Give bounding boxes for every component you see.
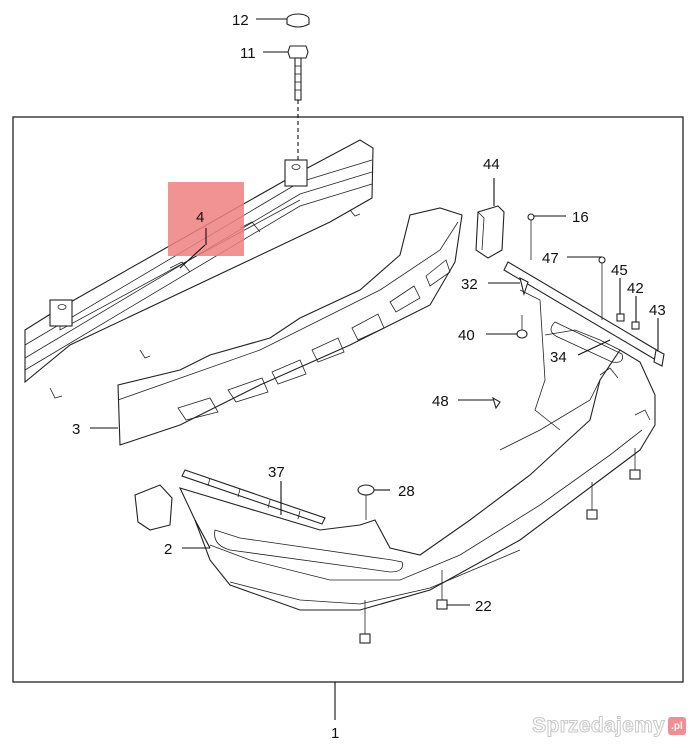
bracket-part-43 [653,349,665,367]
clip-part-28 [357,484,375,520]
callout-3: 3 [72,421,80,438]
callout-22: 22 [475,598,492,615]
callout-42: 42 [627,280,644,297]
callout-2: 2 [164,541,172,558]
cap-part-12 [286,13,310,28]
callout-1: 1 [331,725,339,742]
watermark-text: Sprzedajemy [532,714,666,738]
callout-44: 44 [483,156,500,173]
callout-11: 11 [240,45,256,62]
callout-34: 34 [550,349,567,366]
nut [359,633,371,644]
watermark-badge: .pl [668,717,686,735]
clip-part-48 [492,396,501,410]
callout-16: 16 [572,209,589,226]
corner-piece [134,484,173,531]
bolt-part-11 [287,45,309,101]
callout-43: 43 [649,302,666,319]
nut [629,469,641,480]
nut-part-42 [631,321,640,330]
callout-37: 37 [268,464,285,481]
callout-12: 12 [232,12,249,29]
rail-part-34 [503,261,661,363]
energy-absorber-part-3 [117,207,463,446]
leader-lines [90,18,659,720]
callout-45: 45 [611,262,628,279]
callout-labels: 12 11 4 3 2 37 28 22 44 16 47 45 42 43 3… [72,12,666,742]
clip-part-16 [527,213,535,260]
callout-32: 32 [461,276,478,293]
assembly-frame [12,116,684,683]
bracket-part-44 [475,205,505,259]
reinforcement-beam-part-4 [24,139,374,399]
clip-part-47 [598,256,606,320]
callout-4: 4 [196,209,204,226]
watermark: Sprzedajemy .pl [532,714,686,738]
callout-47: 47 [542,250,559,267]
callout-40: 40 [458,327,475,344]
bumper-cover-part-2 [178,289,656,611]
nut [586,509,598,520]
clip-part-40 [516,315,528,339]
nut-part-45 [616,313,625,322]
clip-part-32 [519,276,529,296]
strip-part-37 [181,469,326,525]
callout-28: 28 [398,483,415,500]
callout-48: 48 [432,393,449,410]
